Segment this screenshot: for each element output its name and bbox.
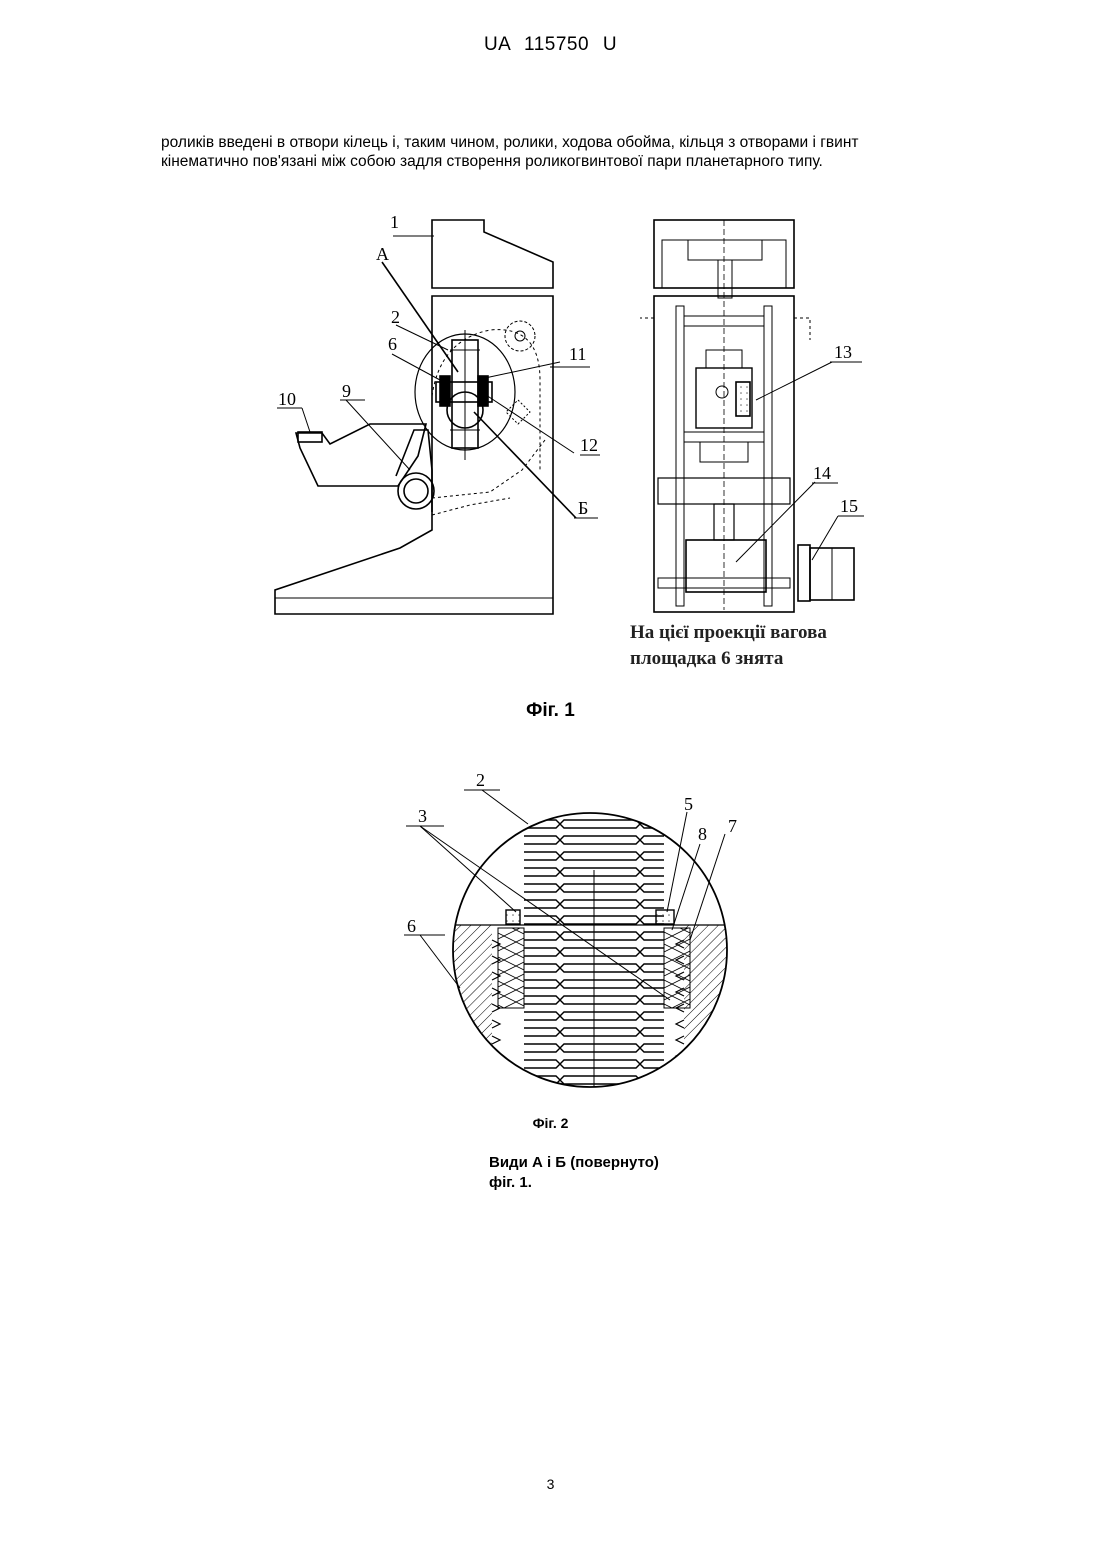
page-number: 3 [0, 1476, 1101, 1492]
fig2-label-6: 6 [407, 916, 416, 936]
fig2-label-2: 2 [476, 770, 485, 790]
figure-2-drawing: 2 3 5 8 7 6 [0, 0, 1101, 1110]
figure-2-caption: Фіг. 2 [0, 1115, 1101, 1131]
fig2-label-7: 7 [728, 816, 737, 836]
fig2-label-5: 5 [684, 794, 693, 814]
views-caption-line-2: фіг. 1. [489, 1173, 659, 1193]
fig2-section [440, 810, 740, 1095]
views-caption: Види А і Б (повернуто) фіг. 1. [489, 1153, 659, 1193]
views-caption-line-1: Види А і Б (повернуто) [489, 1153, 659, 1173]
fig2-label-3: 3 [418, 806, 427, 826]
fig2-label-8: 8 [698, 824, 707, 844]
